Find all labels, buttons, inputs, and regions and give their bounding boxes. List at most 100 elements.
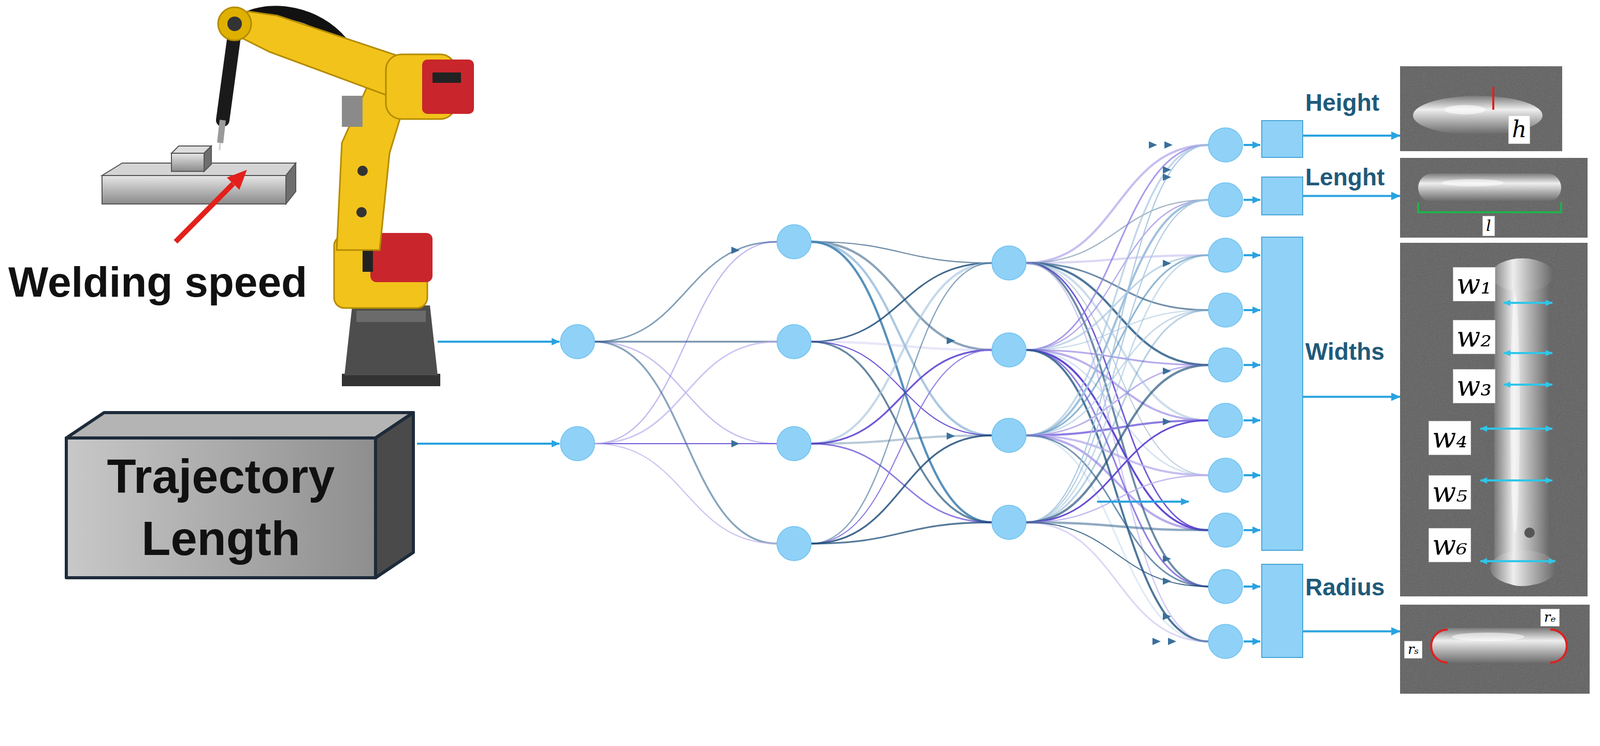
photo-background [1400,604,1590,695]
connection-line [1026,145,1209,523]
bead-highlight [1441,179,1504,187]
robot-cable-bracket [341,95,363,127]
length-measure-bracket [1418,202,1562,213]
dimension-symbol: w₄ [1428,421,1472,456]
connection-line [1026,475,1209,523]
connection-line [811,350,992,544]
output-heading: Lenght [1305,163,1385,192]
robot-pedestal [344,305,438,376]
neuron [1208,569,1243,604]
connection-line [1026,350,1209,587]
connection-line [811,263,992,444]
connection-line [1026,255,1209,523]
robot-arm-bolt [356,207,367,218]
connection-line [1026,522,1209,587]
input-label: Welding speed [8,258,308,306]
connection-line [1026,350,1209,642]
photo-grain [1400,242,1588,597]
flow-arrowhead [946,337,956,345]
connection-line [1026,522,1209,642]
neuron [1208,127,1243,163]
photo-grain [1400,66,1563,152]
flow-arrowhead [731,247,740,255]
robot-motor-plate [432,72,461,83]
signal-arrow [1097,500,1189,503]
workpiece-bar-front [102,175,286,205]
width-measure-arrow [1480,427,1553,430]
connection-line [1026,145,1209,436]
output-arrow [1243,585,1261,588]
connection-line [811,522,992,544]
output-arrow [1243,198,1261,201]
flow-arrowhead [1162,613,1172,621]
output-heading: Height [1305,88,1380,118]
neuron [991,246,1027,281]
robot-pedestal-band [356,310,426,323]
bead-highlight [1510,294,1520,533]
neuron [1208,403,1243,438]
widths-output-box: Widths [1261,236,1304,552]
photo-background [1400,66,1563,152]
connection-line [594,241,777,444]
neuron [1208,458,1243,493]
weld-sample [1418,173,1562,213]
robot-wrist [218,7,252,41]
connection-line [594,341,777,444]
trajectory-length-box: Trajectory Length [66,412,414,579]
output-heading: Radius [1305,573,1385,602]
box-faces [66,412,414,579]
output-connector [1303,396,1401,399]
connection-line [811,263,992,544]
bead-end [1490,550,1557,586]
output-heading: Widths [1305,337,1385,367]
connection-line [1026,435,1209,642]
connection-line [594,341,777,444]
width-measure-arrow [1503,352,1553,355]
flow-arrowhead [1164,141,1173,149]
length-photo: l [1400,157,1588,238]
weld-bead [1494,260,1551,587]
connection-line [1026,199,1209,351]
output-arrow [1243,309,1261,312]
connection-line [811,443,992,523]
box-side-face [375,412,414,579]
flow-arrowhead [1162,166,1172,174]
output-connector [1303,195,1401,198]
width-measure-arrow [1480,479,1553,482]
neuron [1208,238,1243,273]
flow-arrowhead [1162,577,1172,585]
connection-line [1026,365,1209,523]
flow-arrowhead [946,432,956,440]
connection-line [1026,199,1209,523]
bead-end [1491,258,1554,292]
neuron [991,333,1027,368]
robot-wrist-hub [227,16,242,32]
robot-elbow-motor [422,59,474,114]
dimension-symbol: w₆ [1428,528,1472,563]
dimension-symbol: h [1508,115,1531,144]
input-arrow [437,340,560,343]
weld-sample [1431,628,1567,665]
radius-output-box: Radius [1261,564,1304,659]
bead-highlight [1444,105,1486,115]
welding-torch [222,36,235,121]
flow-arrowhead [1152,638,1161,646]
connection-line [811,241,992,351]
dimension-symbol: w₃ [1452,369,1496,404]
welding-speed-arrow [175,183,234,242]
box-face-text: Trajectory Length [66,438,376,579]
bead-highlight [1451,632,1525,642]
photo-background [1400,242,1588,597]
connection-line [1026,199,1209,264]
connection-line [1026,420,1209,523]
photo-grain [1400,604,1590,695]
connection-line [1026,350,1209,476]
photo-background [1400,157,1588,238]
connection-line [811,341,992,523]
connection-line [811,241,992,523]
flow-arrowhead [1162,417,1172,426]
neuron [776,426,812,461]
neuron [1208,182,1243,218]
connection-line [1026,310,1209,523]
